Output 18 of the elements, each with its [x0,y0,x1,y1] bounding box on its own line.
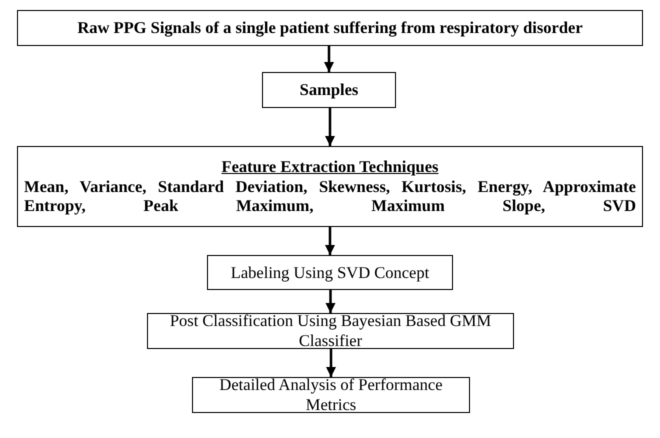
arrow [326,349,336,377]
box-text: Detailed Analysis of Performance Metrics [218,375,444,415]
process-box [207,255,453,290]
arrow [324,46,334,72]
box-text: Raw PPG Signals of a single patient suffering from respiratory disorder [77,18,583,38]
process-box [17,146,643,227]
box-heading: Feature Extraction Techniques [222,156,438,177]
process-box [192,377,470,413]
arrow [325,108,335,146]
box-text: Mean, Variance, Standard Deviation, Skewness, Kurtosis, Energy, Approximate Entropy, Peak Maximum, Maximum Slope, SVD [24,176,636,216]
box-text: Labeling Using SVD Concept [230,262,430,282]
arrow [325,227,335,255]
arrow [326,290,336,313]
process-box [17,10,643,46]
box-text: Post Classification Using Bayesian Based GMM Classifier [168,311,492,351]
process-box [147,313,514,349]
process-box [262,72,396,108]
box-text: Samples [300,80,358,100]
